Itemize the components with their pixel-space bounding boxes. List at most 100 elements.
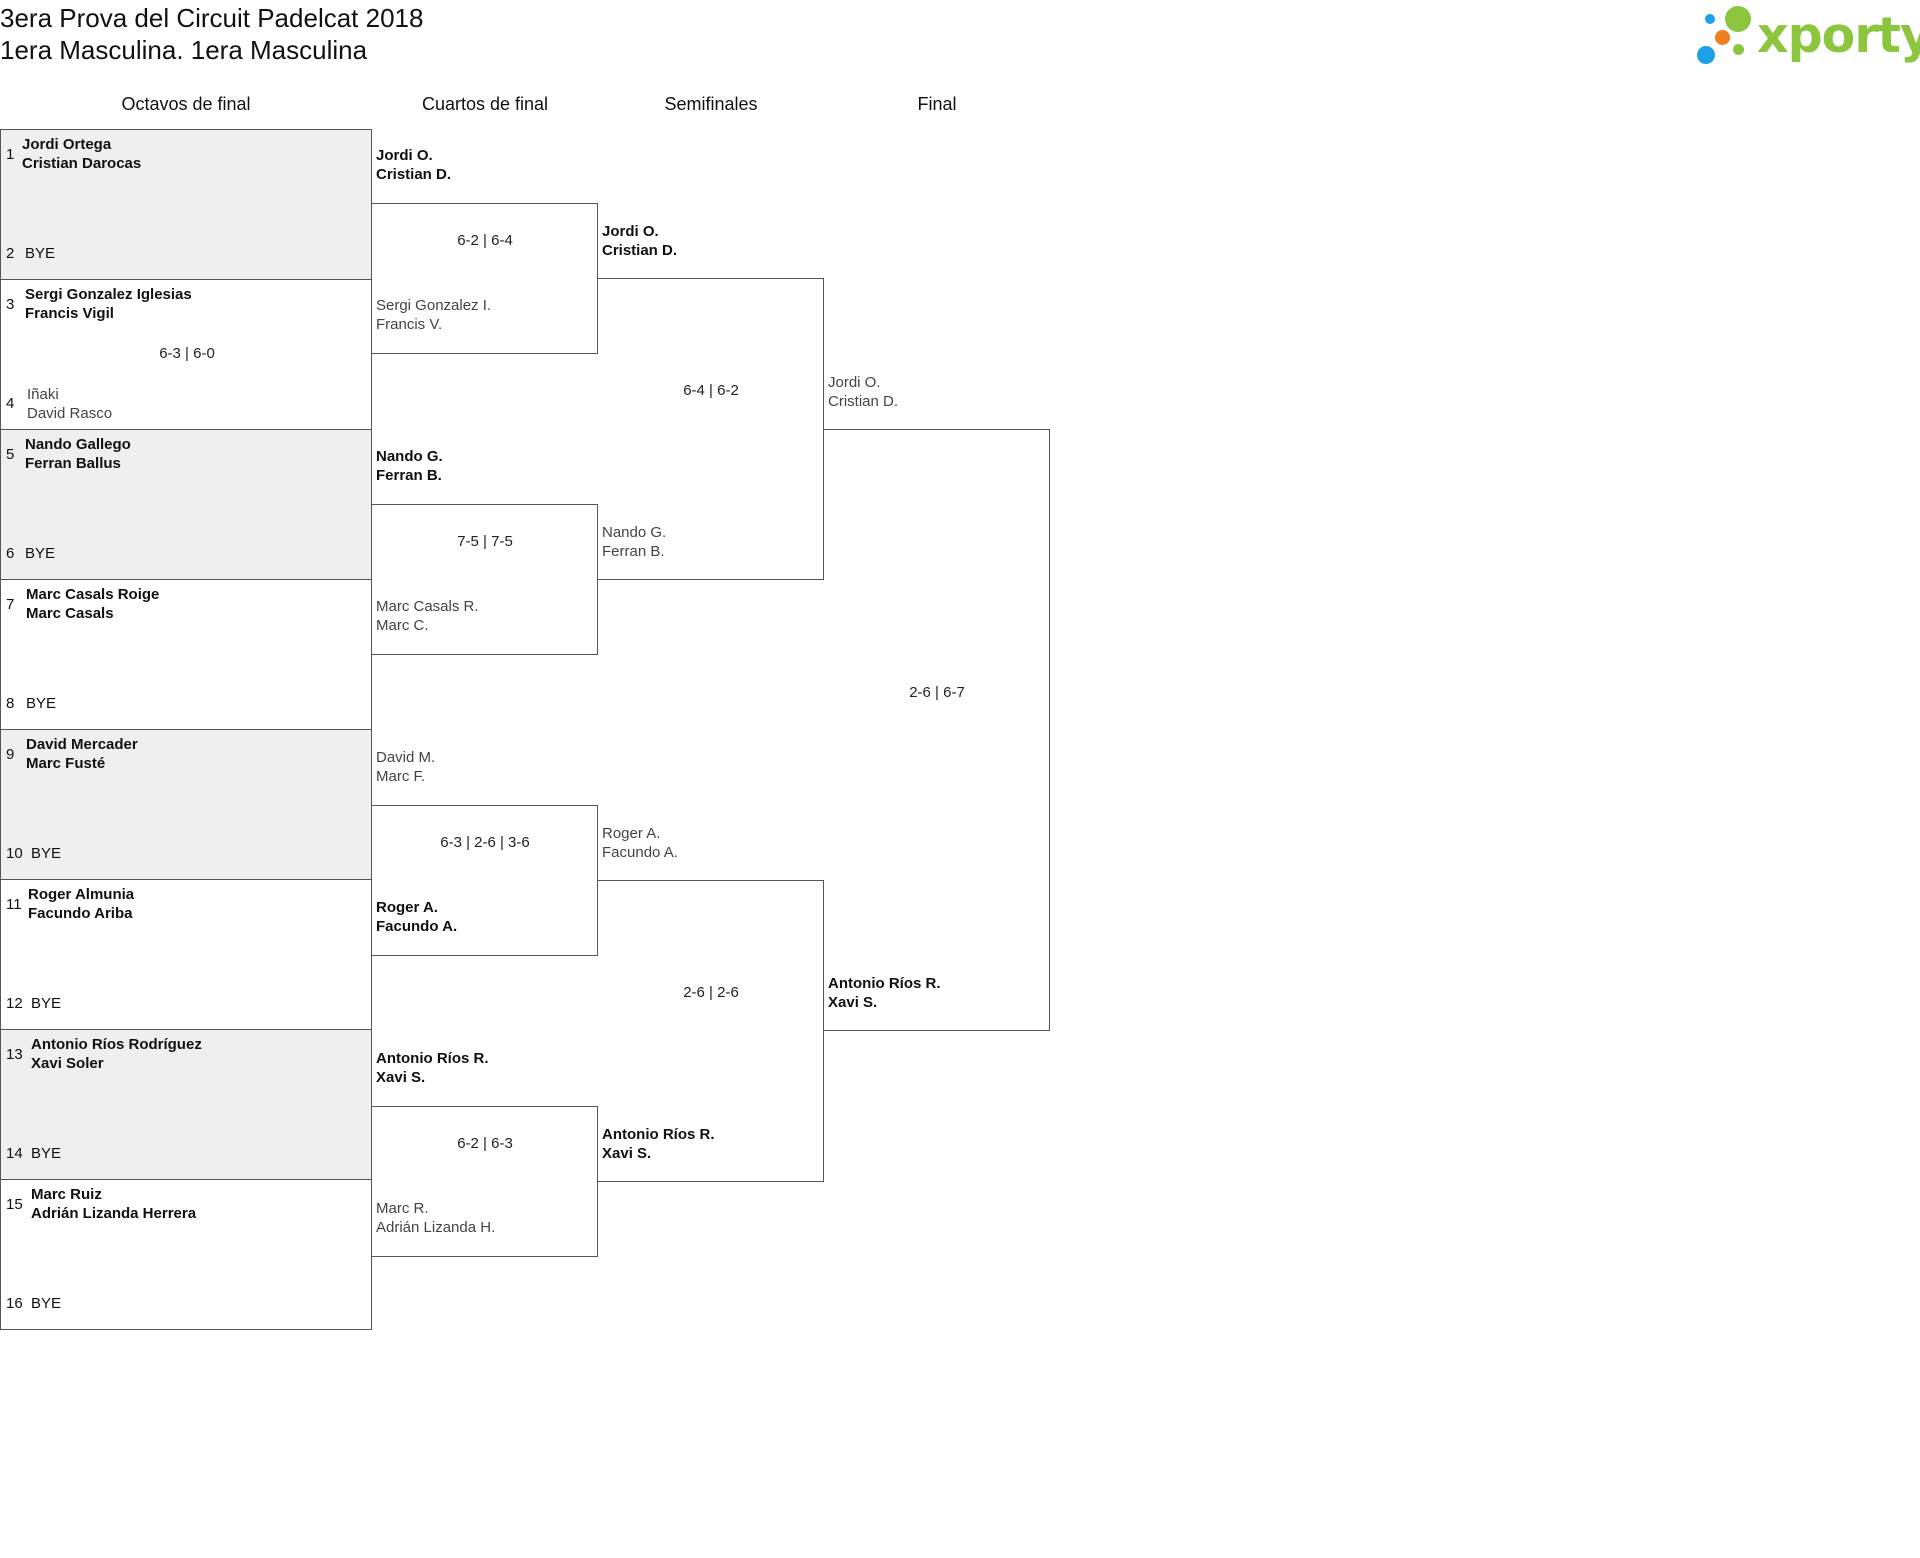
sf1-team-b: Nando G. Ferran B.: [602, 523, 666, 561]
player-name: Adrián Lizanda H.: [376, 1219, 496, 1236]
player-name: Jordi O.: [602, 223, 659, 240]
qf4-team-b: Marc R. Adrián Lizanda H.: [376, 1199, 495, 1237]
player-name: Sergi Gonzalez I.: [376, 297, 492, 314]
player-name: Francis V.: [376, 316, 443, 333]
round-title-qf: Cuartos de final: [421, 94, 549, 114]
player-name: Nando Gallego: [25, 436, 131, 453]
seed-number: 6: [6, 545, 15, 562]
logo-text: xporty: [1757, 7, 1920, 64]
seed-number: 12: [6, 995, 23, 1012]
match-score: 6-4 | 6-2: [683, 382, 739, 399]
r16-match-7: 13 Antonio Ríos Rodríguez Xavi Soler 14 …: [0, 1029, 372, 1180]
round-title-sf: Semifinales: [664, 94, 758, 114]
match-score: 6-2 | 6-4: [457, 232, 513, 249]
bye-label: BYE: [26, 695, 57, 712]
bye-label: BYE: [31, 995, 62, 1012]
player-name: Cristian D.: [376, 166, 452, 183]
qf-match-2: 7-5 | 7-5: [372, 504, 598, 655]
qf2-team-b: Marc Casals R. Marc C.: [376, 597, 479, 635]
player-name: Marc C.: [376, 617, 429, 634]
xporty-logo[interactable]: xporty: [1695, 2, 1920, 72]
qf4-team-a: Antonio Ríos R. Xavi S.: [376, 1049, 489, 1087]
team-a: Jordi Ortega Cristian Darocas: [22, 135, 141, 173]
player-name: Marc Casals Roige: [26, 586, 160, 603]
player-name: Marc Casals: [26, 605, 114, 622]
bye-label: BYE: [31, 1145, 62, 1162]
r16-match-8: 15 Marc Ruiz Adrián Lizanda Herrera 16 B…: [0, 1179, 372, 1330]
player-name: Cristian D.: [602, 242, 678, 259]
player-name: Ferran Ballus: [25, 455, 121, 472]
bye-label: BYE: [25, 545, 56, 562]
player-name: Xavi S.: [828, 994, 878, 1011]
player-name: Sergi Gonzalez Iglesias: [25, 286, 192, 303]
seed-number: 1: [6, 146, 15, 163]
r16-match-6: 11 Roger Almunia Facundo Ariba 12 BYE: [0, 879, 372, 1030]
match-score: 6-3 | 2-6 | 3-6: [440, 834, 530, 851]
team-a: Sergi Gonzalez Iglesias Francis Vigil: [25, 285, 192, 323]
sf1-team-a: Jordi O. Cristian D.: [602, 222, 677, 260]
player-name: Marc Fusté: [26, 755, 106, 772]
team-a: Antonio Ríos Rodríguez Xavi Soler: [31, 1035, 202, 1073]
player-name: Facundo A.: [376, 918, 458, 935]
seed-number: 11: [6, 896, 22, 913]
logo-dot-green-small: [1733, 44, 1744, 55]
r16-match-5: 9 David Mercader Marc Fusté 10 BYE: [0, 729, 372, 880]
team-a: Nando Gallego Ferran Ballus: [25, 435, 131, 473]
player-name: Antonio Ríos R.: [602, 1126, 715, 1143]
player-name: Marc F.: [376, 768, 426, 785]
player-name: Ferran B.: [602, 543, 665, 560]
player-name: Roger A.: [376, 899, 438, 916]
player-name: Marc R.: [376, 1200, 429, 1217]
sf2-team-a: Roger A. Facundo A.: [602, 824, 678, 862]
player-name: Xavi Soler: [31, 1055, 104, 1072]
player-name: Iñaki: [27, 386, 59, 403]
match-score: 2-6 | 2-6: [683, 984, 739, 1001]
player-name: Xavi S.: [376, 1069, 426, 1086]
qf1-team-a: Jordi O. Cristian D.: [376, 146, 451, 184]
player-name: Nando G.: [602, 524, 667, 541]
round-title-r16: Octavos de final: [121, 94, 251, 114]
player-name: Roger A.: [602, 825, 661, 842]
player-name: Xavi S.: [602, 1145, 652, 1162]
bye-label: BYE: [31, 845, 62, 862]
logo-dot-blue: [1697, 46, 1715, 64]
r16-match-1: 1 Jordi Ortega Cristian Darocas 2 BYE: [0, 129, 372, 280]
player-name: David Rasco: [27, 405, 113, 422]
bye-label: BYE: [31, 1295, 62, 1312]
round-title-final: Final: [917, 94, 957, 114]
seed-number: 4: [6, 395, 15, 412]
player-name: Ferran B.: [376, 467, 442, 484]
final-team-a: Jordi O. Cristian D.: [828, 373, 898, 411]
r16-match-2: 3 Sergi Gonzalez Iglesias Francis Vigil …: [0, 279, 372, 430]
seed-number: 8: [6, 695, 15, 712]
logo-dot-orange: [1715, 30, 1730, 45]
team-b: Iñaki David Rasco: [27, 385, 112, 423]
seed-number: 10: [6, 845, 23, 862]
player-name: Antonio Ríos Rodríguez: [31, 1036, 202, 1053]
qf1-team-b: Sergi Gonzalez I. Francis V.: [376, 296, 491, 334]
tournament-title: 3era Prova del Circuit Padelcat 2018: [0, 3, 424, 33]
player-name: Nando G.: [376, 448, 443, 465]
player-name: Facundo A.: [602, 844, 678, 861]
seed-number: 15: [6, 1196, 23, 1213]
player-name: Roger Almunia: [28, 886, 135, 903]
match-score: 6-2 | 6-3: [457, 1135, 513, 1152]
seed-number: 5: [6, 446, 15, 463]
player-name: Adrián Lizanda Herrera: [31, 1205, 197, 1222]
qf3-team-b: Roger A. Facundo A.: [376, 898, 457, 936]
r16-match-4: 7 Marc Casals Roige Marc Casals 8 BYE: [0, 579, 372, 730]
sf2-team-b: Antonio Ríos R. Xavi S.: [602, 1125, 715, 1163]
team-a: Marc Casals Roige Marc Casals: [26, 585, 159, 623]
match-score: 6-3 | 6-0: [159, 345, 215, 362]
match-score: 7-5 | 7-5: [457, 533, 513, 550]
seed-number: 2: [6, 245, 15, 262]
player-name: Marc Ruiz: [31, 1186, 102, 1203]
player-name: Facundo Ariba: [28, 905, 133, 922]
logo-dot-green: [1725, 6, 1751, 32]
r16-match-3: 5 Nando Gallego Ferran Ballus 6 BYE: [0, 429, 372, 580]
final-match: 2-6 | 6-7: [824, 429, 1050, 1031]
player-name: Jordi O.: [376, 147, 433, 164]
player-name: Antonio Ríos R.: [828, 975, 941, 992]
category-title: 1era Masculina. 1era Masculina: [0, 35, 368, 65]
sf-match-2: 2-6 | 2-6: [598, 880, 824, 1182]
